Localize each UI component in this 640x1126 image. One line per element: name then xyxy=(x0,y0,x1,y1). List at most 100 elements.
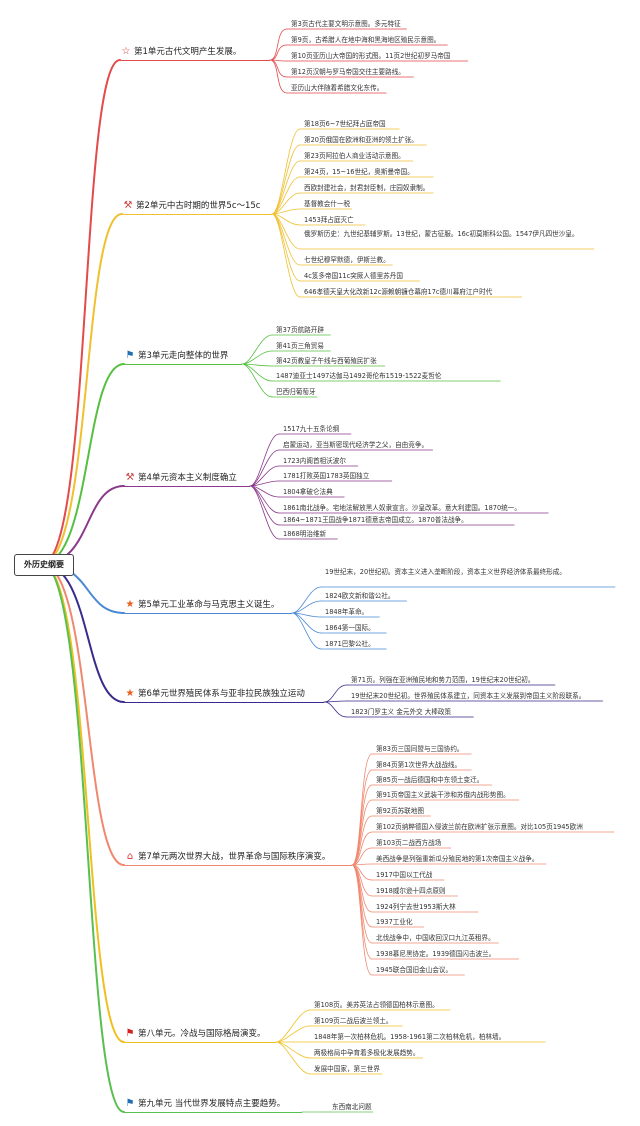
connector xyxy=(271,192,301,215)
unit-node-4[interactable]: ⚒第4单元资本主义制度确立 xyxy=(124,470,250,487)
item-text[interactable]: 1864第一国际。 xyxy=(325,624,375,632)
connector xyxy=(275,1041,311,1075)
connector xyxy=(41,563,125,866)
connector xyxy=(351,864,373,913)
item-text[interactable]: 第84页第1次世界大战战线。 xyxy=(376,761,462,769)
item-text[interactable]: 1804拿破仑法典 xyxy=(283,488,333,496)
item-text[interactable]: 第20页俄国在欧洲和亚洲的领土扩张。 xyxy=(304,136,418,144)
item-text[interactable]: 1924列宁去世1953斯大林 xyxy=(376,903,456,911)
item-text[interactable]: 第12页汉朝与罗马帝国交往主要路线。 xyxy=(291,68,405,76)
item-text[interactable]: 1871巴黎公社。 xyxy=(325,640,375,648)
item-text[interactable]: 第91页帝国主义武装干涉和苏俄内战形势图。 xyxy=(376,791,510,799)
connector xyxy=(41,563,125,1113)
item-text[interactable]: 1517九十五条论纲 xyxy=(283,425,340,433)
item-text[interactable]: 1945联合国旧金山会议。 xyxy=(376,966,453,974)
flag-blue-icon: ⚑ xyxy=(125,1098,135,1109)
item-text[interactable]: 第42页教皇子午线与西葡殖民扩张 xyxy=(276,357,377,365)
item-text[interactable]: 启蒙运动，亚当斯密现代经济学之父，自由竞争。 xyxy=(283,441,429,449)
item-text[interactable]: 第103页二战西方战场 xyxy=(376,839,442,847)
item-text[interactable]: 1937工业化 xyxy=(376,918,413,926)
item-text[interactable]: 1723内阁首相沃波尔 xyxy=(283,457,346,465)
unit-label: 第7单元两次世界大战，世界革命与国际秩序演变。 xyxy=(138,852,331,862)
connector xyxy=(351,815,373,866)
connector xyxy=(241,334,273,365)
star-outline-icon: ☆ xyxy=(121,46,131,57)
item-text[interactable]: 1861南北战争。宅地法解放黑人奴隶宣言。沙皇改革。意大利建国。1870统一。 xyxy=(283,504,521,512)
item-text[interactable]: 第23页阿拉伯人商业活动示意图。 xyxy=(304,152,405,160)
connector xyxy=(249,433,280,487)
connector xyxy=(351,847,373,866)
item-text[interactable]: 亚历山大伴随着希腊文化东传。 xyxy=(291,84,384,92)
flag-red-icon: ⚑ xyxy=(125,1028,135,1039)
item-text[interactable]: 646孝德天皇大化改新12c源赖朝镰仓幕府17c德川幕府江户时代 xyxy=(304,288,493,296)
item-text[interactable]: 第109页二战后波兰领土。 xyxy=(314,1017,393,1025)
item-text[interactable]: 1918威尔逊十四点原则 xyxy=(376,887,446,895)
unit-label: 第6单元世界殖民体系与亚非拉民族独立运动 xyxy=(138,689,305,699)
item-text[interactable]: 1781打败英国1783英国独立 xyxy=(283,472,370,480)
item-text[interactable]: 第9页，古希腊人在地中海和黑海地区殖民示意图。 xyxy=(291,36,441,44)
connector xyxy=(291,586,322,614)
item-text[interactable]: 俄罗斯历史：九世纪基辅罗斯。13世纪，蒙古征服。16c初莫斯科公国。1547伊凡… xyxy=(304,230,579,238)
connector xyxy=(291,612,322,650)
item-text[interactable]: 巴西归葡萄牙 xyxy=(276,388,316,396)
item-text[interactable]: 1453拜占庭灭亡 xyxy=(304,216,354,224)
unit-node-5[interactable]: ★第5单元工业革命与马克思主义诞生。 xyxy=(124,597,292,614)
item-text[interactable]: 1864~1871王国战争1871德意志帝国成立。1870普法战争。 xyxy=(283,516,468,524)
item-text[interactable]: 基督教会什一税 xyxy=(304,200,351,208)
item-text[interactable]: 19世纪末，20世纪初。资本主义进入垄断阶段，资本主义世界经济体系最终形成。 xyxy=(325,568,566,576)
item-text[interactable]: 19世纪末20世纪初。世界殖民体系建立，同资本主义发展到帝国主义阶段联系。 xyxy=(351,692,586,700)
connector xyxy=(271,213,301,298)
connector xyxy=(351,864,373,976)
unit-node-9[interactable]: ⚑第九单元 当代世界发展特点主要趋势。 xyxy=(124,1096,302,1113)
unit-node-6[interactable]: ★第6单元世界殖民体系与亚非拉民族独立运动 xyxy=(124,686,324,703)
connector xyxy=(271,144,301,215)
item-text[interactable]: 美西战争是列强重新瓜分殖民地的第1次帝国主义战争。 xyxy=(376,855,539,863)
item-text[interactable]: 1487迪亚士1497达伽马1492哥伦布1519-1522麦哲伦 xyxy=(276,372,442,380)
item-text[interactable]: 第24页，15~16世纪，奥斯曼帝国。 xyxy=(304,168,414,176)
unit-node-2[interactable]: ⚒第2单元中古时期的世界5c〜15c xyxy=(122,198,272,215)
item-text[interactable]: 第3页古代主要文明示意图。多元特征 xyxy=(291,20,401,28)
item-text[interactable]: 1938慕尼黑协定。1939德国闪击波兰。 xyxy=(376,950,496,958)
unit-label: 第3单元走向整体的世界 xyxy=(138,351,229,361)
unit-node-7[interactable]: ⌂第7单元两次世界大战，世界革命与国际秩序演变。 xyxy=(124,849,352,866)
item-text[interactable]: 第10页亚历山大帝国的形式图。11页2世纪初罗马帝国 xyxy=(291,52,451,60)
item-text[interactable]: 第18页6~7世纪拜占庭帝国 xyxy=(304,120,386,128)
item-text[interactable]: 第41页三角贸易 xyxy=(276,342,324,350)
item-text[interactable]: 第102页纳粹德国入侵波兰前在欧洲扩张示意图。对比105页1945欧洲 xyxy=(376,823,583,831)
item-text[interactable]: 第83页三国同盟与三国协约。 xyxy=(376,745,464,753)
unit-node-3[interactable]: ⚑第3单元走向整体的世界 xyxy=(124,348,242,365)
item-text[interactable]: 第92页苏联地图 xyxy=(376,807,424,815)
connector xyxy=(269,28,288,61)
item-text[interactable]: 1917中国以工代战 xyxy=(376,871,433,879)
connector xyxy=(269,59,288,78)
item-text[interactable]: 第108页。美苏英法占领德国柏林示意图。 xyxy=(314,1001,439,1009)
item-text[interactable]: 发展中国家，第三世界 xyxy=(314,1065,380,1073)
connector xyxy=(249,485,280,540)
item-text[interactable]: 第71页。列强在亚洲殖民地和势力范围，19世纪末20世纪初。 xyxy=(351,676,535,684)
item-text[interactable]: 第37页航路开辟 xyxy=(276,326,324,334)
item-text[interactable]: 七世纪穆罕默德，伊斯兰教。 xyxy=(304,256,390,264)
unit-node-8[interactable]: ⚑第八单元。冷战与国际格局演变。 xyxy=(124,1026,276,1043)
item-text[interactable]: 两极格局中孕育着多极化发展趋势。 xyxy=(314,1049,420,1057)
item-text[interactable]: 1848年革命。 xyxy=(325,608,369,616)
item-text[interactable]: 1868明治维新 xyxy=(283,530,327,538)
connector xyxy=(271,176,301,215)
item-text[interactable]: 1824欧文新和谐公社。 xyxy=(325,592,395,600)
item-text[interactable]: 1848年第一次柏林危机。1958-1961第二次柏林危机，柏林墙。 xyxy=(314,1033,506,1041)
item-text[interactable]: 第85页一战后德国和中东领土变迁。 xyxy=(376,776,484,784)
connector xyxy=(249,465,280,487)
item-text[interactable]: 1823门罗主义 金元外交 大棒政策 xyxy=(351,708,452,716)
flag-blue-icon: ⚑ xyxy=(125,350,135,361)
item-text[interactable]: 西欧封建社会，封君封臣制，庄园奴隶制。 xyxy=(304,184,430,192)
item-text[interactable]: 东西南北问题 xyxy=(332,1103,372,1111)
item-text[interactable]: 北伐战争中，中国收回汉口九江英租界。 xyxy=(376,934,495,942)
connector xyxy=(41,213,123,565)
unit-node-1[interactable]: ☆第1单元古代文明产生发展。 xyxy=(120,44,270,61)
item-text[interactable]: 4c笈多帝国11c突厥人德里苏丹国 xyxy=(304,272,403,280)
connector xyxy=(269,44,288,61)
root-topic[interactable]: 外历史纲要 xyxy=(14,554,74,576)
tools-icon: ⚒ xyxy=(125,472,135,483)
connector xyxy=(323,701,348,718)
connector xyxy=(249,485,280,514)
